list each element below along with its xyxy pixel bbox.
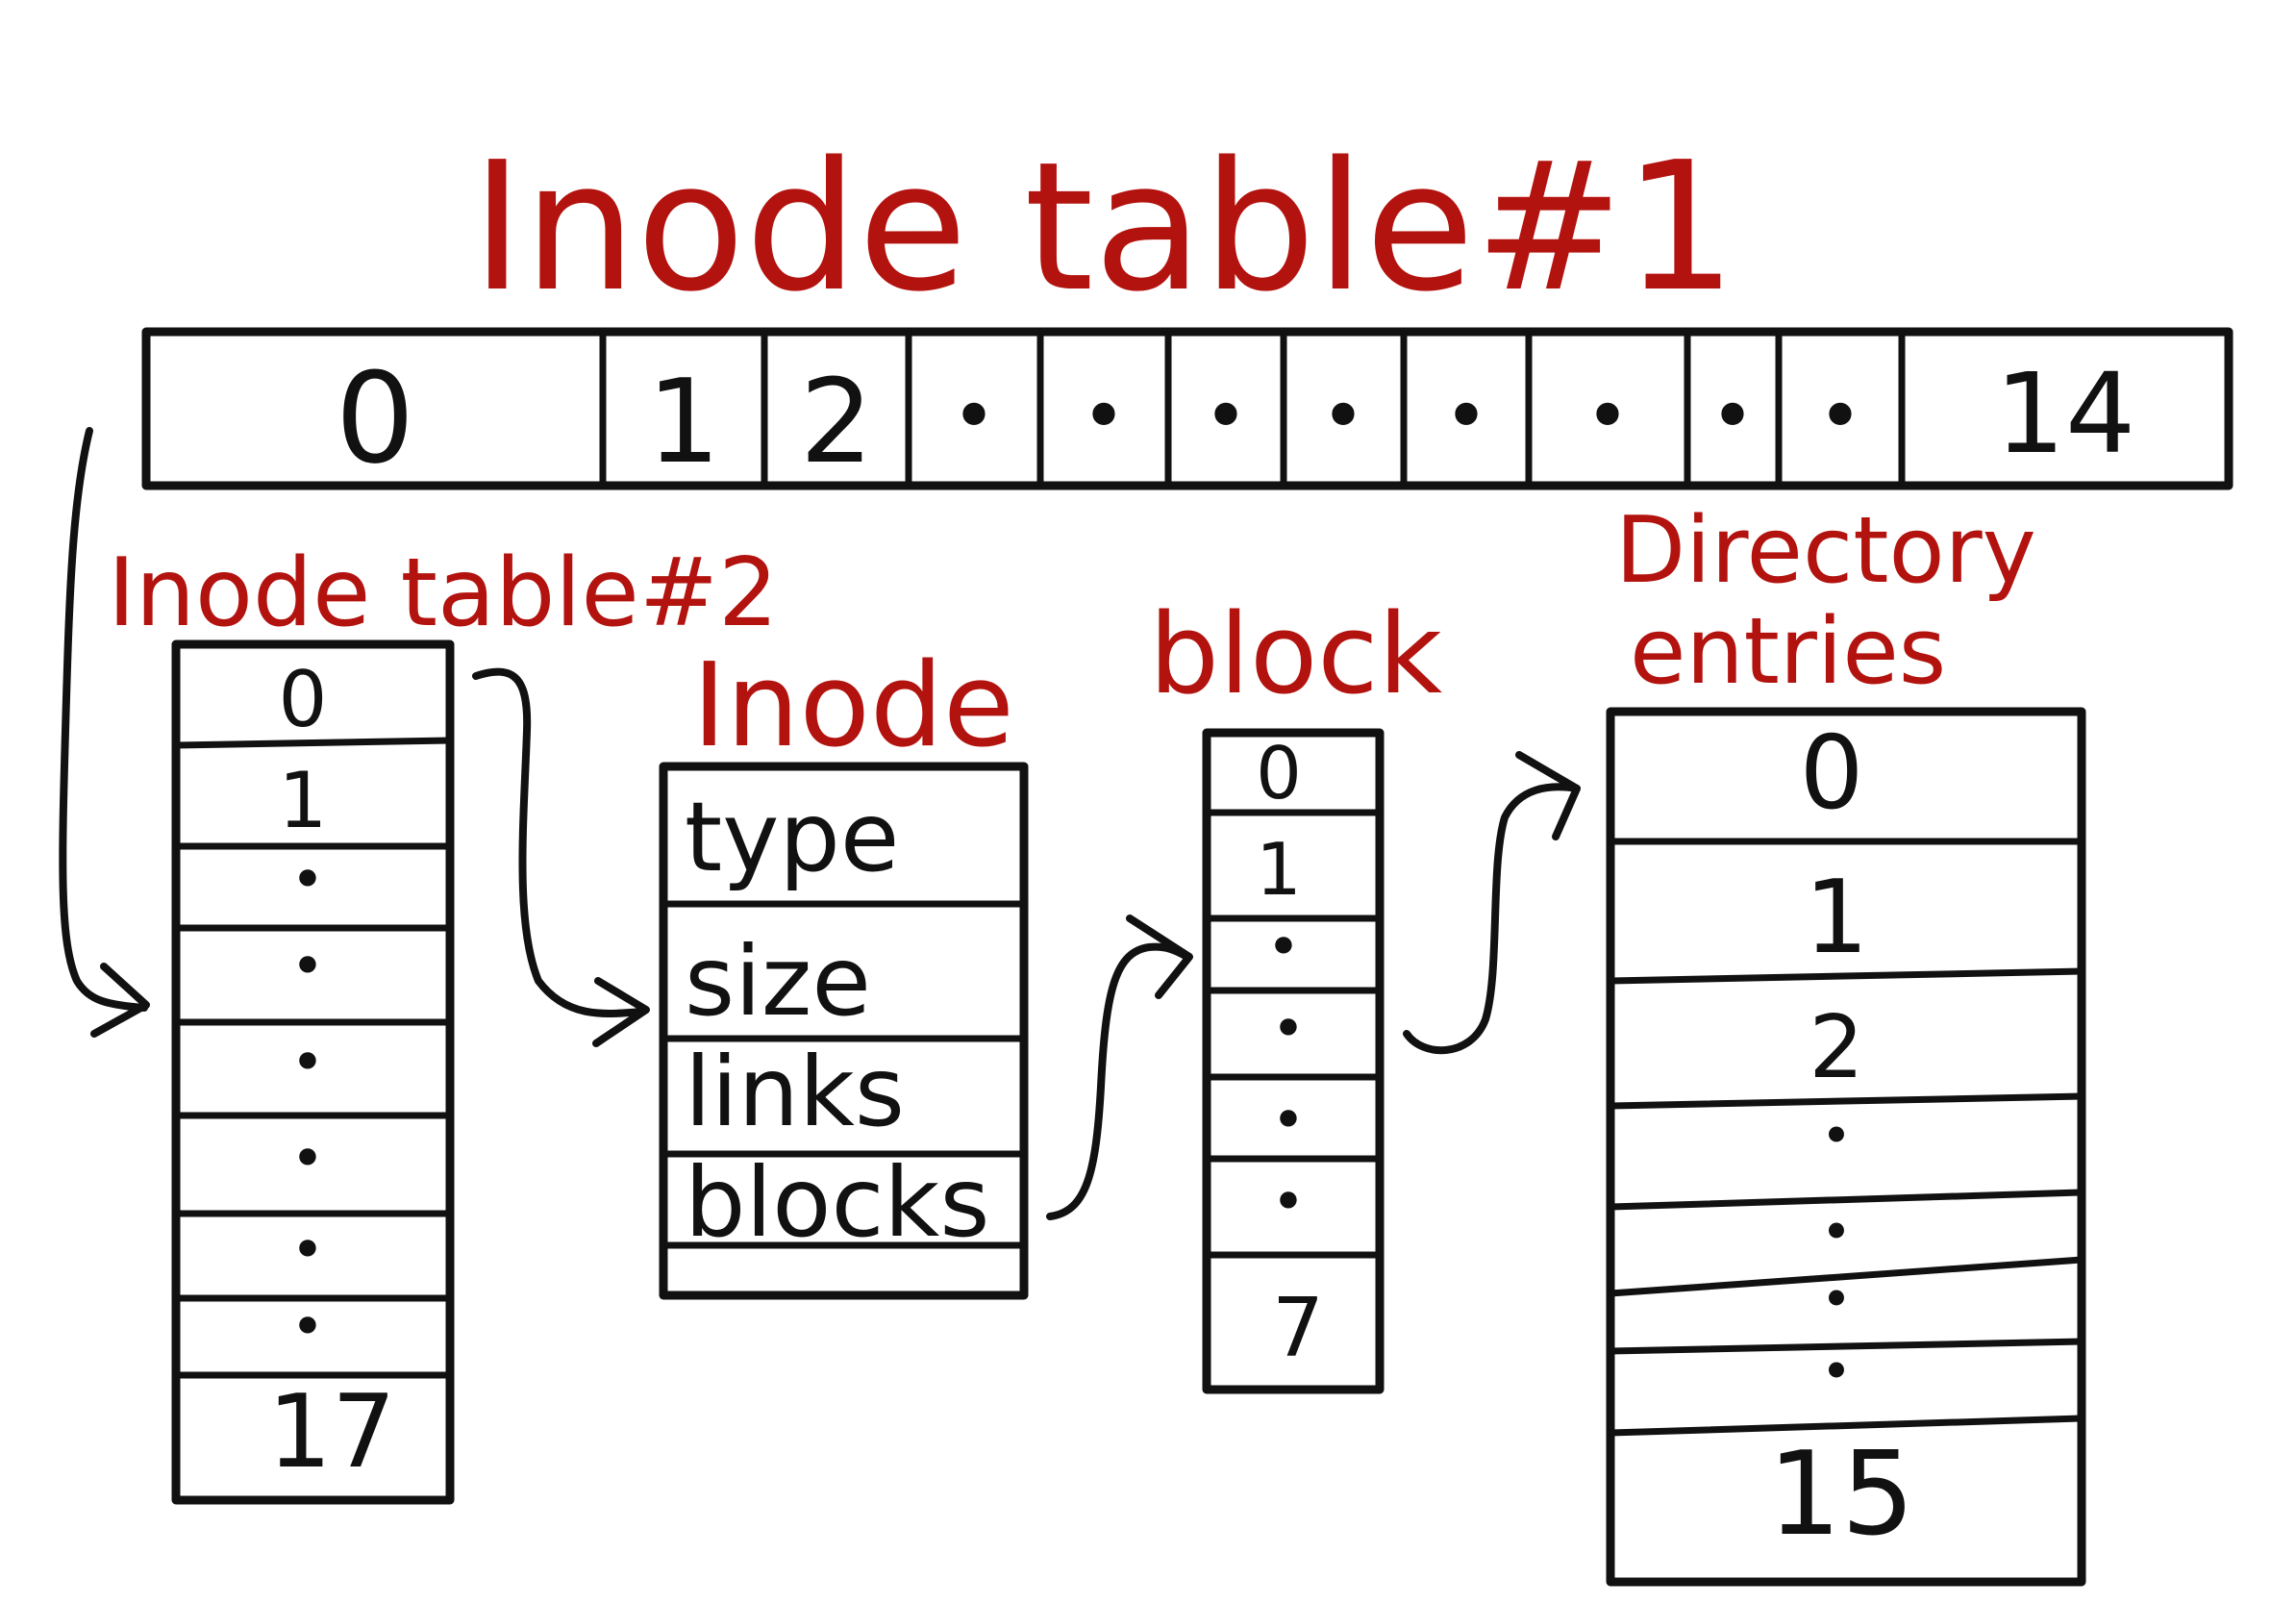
inode-field-links: links bbox=[685, 1036, 905, 1148]
block-row-dot: • bbox=[1266, 914, 1300, 981]
connector-line bbox=[472, 667, 646, 1017]
dir-row-15: 15 bbox=[1768, 1428, 1915, 1562]
table2-row-dot: • bbox=[290, 846, 324, 914]
inode-field-type: type bbox=[685, 781, 899, 893]
dir-row-dot: • bbox=[1821, 1268, 1852, 1330]
table2-row-1: 1 bbox=[279, 756, 328, 845]
row-divider bbox=[1607, 1256, 2085, 1297]
table1-cell-dot: • bbox=[1443, 371, 1488, 461]
inode-table-1: 0 1 2 • • • • • • • • 14 bbox=[141, 327, 2234, 491]
block-table: 0 1 • • • • 7 bbox=[1202, 728, 1385, 1394]
table2-row-dot: • bbox=[290, 1293, 324, 1361]
block-row-dot: • bbox=[1271, 1087, 1305, 1154]
dir-row-dot: • bbox=[1821, 1341, 1852, 1402]
table2-row-dot: • bbox=[290, 933, 324, 1000]
table2-row-dot: • bbox=[290, 1216, 324, 1284]
connector-line bbox=[1403, 783, 1581, 1055]
inode-table-2-title: Inode table#2 bbox=[108, 539, 778, 648]
table1-cell-14: 14 bbox=[1995, 350, 2135, 479]
inode-title: Inode bbox=[692, 639, 1014, 773]
row-divider bbox=[1607, 967, 2085, 985]
table2-row-dot: • bbox=[290, 1125, 324, 1192]
dir-row-dot: • bbox=[1821, 1201, 1852, 1263]
directory-entries-title-line1: Directory bbox=[1615, 498, 2036, 604]
directory-entries-frame bbox=[1606, 707, 2086, 1587]
table1-cell-dot: • bbox=[1817, 371, 1862, 461]
row-divider bbox=[1607, 1415, 2085, 1437]
arrow-table1-to-table2 bbox=[59, 427, 150, 1038]
inode-table-1-title: Inode table#1 bbox=[471, 123, 1736, 331]
table1-cell-1: 1 bbox=[647, 356, 720, 489]
block-row-dot: • bbox=[1271, 1168, 1305, 1236]
block-row-7: 7 bbox=[1272, 1281, 1324, 1376]
arrow-block-to-directory bbox=[1403, 751, 1581, 1055]
table2-row-17: 17 bbox=[267, 1373, 396, 1491]
row-divider bbox=[1607, 1189, 2085, 1211]
row-divider bbox=[1607, 1338, 2085, 1355]
arrowhead bbox=[1126, 915, 1193, 999]
table1-cell-dot: • bbox=[1320, 371, 1365, 461]
inode-record: type size links blocks bbox=[659, 762, 1029, 1300]
table1-cell-dot: • bbox=[1585, 371, 1630, 461]
connector-line bbox=[1046, 942, 1191, 1220]
arrowhead bbox=[592, 977, 650, 1047]
block-title: block bbox=[1149, 590, 1443, 719]
row-divider bbox=[172, 737, 454, 749]
directory-entries-table: 0 1 2 • • • • 15 bbox=[1606, 707, 2086, 1587]
inode-table-2-frame bbox=[171, 639, 455, 1505]
table1-cell-dot: • bbox=[951, 371, 996, 461]
inode-table-2: 0 1 • • • • • • 17 bbox=[171, 639, 455, 1505]
arrow-inode-to-block bbox=[1046, 915, 1193, 1220]
inode-record-frame bbox=[659, 762, 1029, 1300]
dir-row-0: 0 bbox=[1800, 714, 1864, 832]
table1-cell-2: 2 bbox=[800, 356, 873, 489]
table1-cell-dot: • bbox=[1203, 371, 1248, 461]
dir-row-2: 2 bbox=[1809, 997, 1863, 1098]
block-row-dot: • bbox=[1271, 995, 1305, 1063]
arrowhead bbox=[90, 963, 150, 1038]
table2-row-dot: • bbox=[290, 1029, 324, 1096]
arrow-table2-to-inode bbox=[472, 667, 650, 1047]
inode-field-size: size bbox=[685, 925, 871, 1038]
inode-table-1-frame bbox=[141, 327, 2234, 490]
row-divider bbox=[1607, 1092, 2085, 1110]
block-row-0: 0 bbox=[1256, 731, 1302, 815]
dir-row-dot: • bbox=[1821, 1105, 1852, 1166]
connector-line bbox=[59, 427, 148, 1012]
table2-row-0: 0 bbox=[279, 655, 328, 744]
table1-cell-0: 0 bbox=[336, 345, 415, 491]
inode-field-blocks: blocks bbox=[685, 1146, 989, 1259]
table1-cell-dot: • bbox=[1710, 371, 1755, 461]
dir-row-1: 1 bbox=[1805, 859, 1869, 976]
block-table-frame bbox=[1202, 728, 1385, 1394]
table1-cell-dot: • bbox=[1081, 371, 1126, 461]
directory-entries-title-line2: entries bbox=[1630, 599, 1946, 705]
arrowhead bbox=[1515, 751, 1581, 840]
block-row-1: 1 bbox=[1256, 827, 1302, 912]
